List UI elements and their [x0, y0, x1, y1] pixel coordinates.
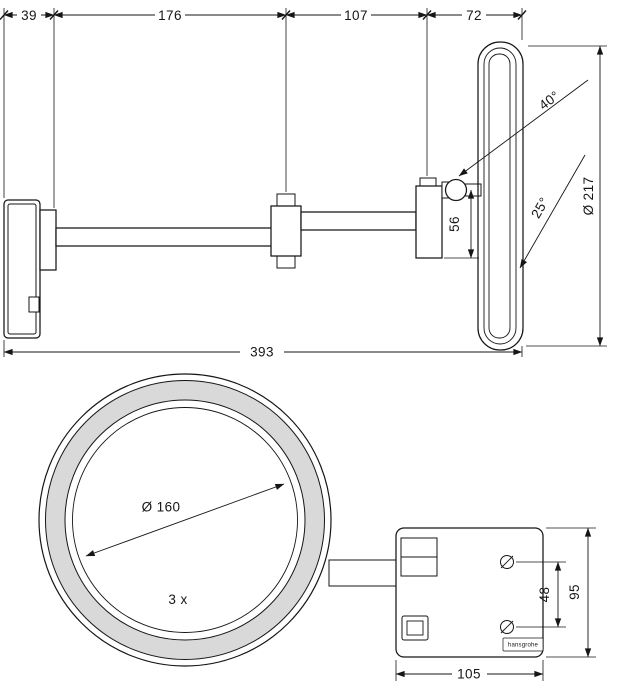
dimension-glass-diameter: Ø 160 [85, 483, 285, 557]
dimension-mirror-diameter: Ø 217 [526, 45, 607, 347]
wall-pivot-block [39, 209, 57, 271]
dim-label-48: 48 [537, 587, 552, 603]
dim-label-393: 393 [250, 345, 274, 360]
cable-outlet [28, 296, 40, 313]
arm-front [328, 559, 399, 587]
dim-label-39: 39 [21, 8, 37, 23]
front-view-group: Ø 160 3 x hansgrohe [38, 373, 596, 682]
dim-label-72: 72 [466, 8, 482, 23]
elbow-joint [270, 193, 302, 269]
extension-lines-top [3, 8, 523, 357]
mount-box: hansgrohe [395, 527, 544, 658]
dim-label-107: 107 [344, 8, 368, 23]
dimension-box-height: 95 [546, 527, 596, 658]
magnification-label: 3 x [168, 592, 187, 607]
swivel-mount-upper [400, 537, 438, 558]
dimension-tilt-down: 25° [519, 154, 586, 269]
mirror-profile [477, 41, 524, 351]
dim-label-160: Ø 160 [142, 500, 181, 515]
dimension-chain-top: 39 176 107 72 [0, 8, 527, 23]
dimension-screw-spacing: 48 [516, 561, 566, 628]
screw-top [500, 555, 514, 569]
dimension-joint-drop: 56 [444, 189, 479, 259]
dim-label-95: 95 [567, 584, 582, 600]
wall-plate [3, 199, 57, 339]
dim-label-217: Ø 217 [581, 177, 596, 216]
side-view-group: 39 176 107 72 [0, 8, 607, 360]
screw-bottom [500, 620, 514, 634]
brand-label: hansgrohe [502, 637, 544, 652]
dim-label-176: 176 [158, 8, 182, 23]
ball-joint [444, 178, 468, 202]
brand-label-text: hansgrohe [508, 643, 539, 649]
arm-segment-1 [55, 227, 273, 247]
arm-segment-2 [300, 211, 417, 231]
angle-label-40: 40° [536, 88, 562, 113]
swivel-mount-lower [400, 556, 438, 577]
power-switch [401, 615, 429, 641]
dim-label-105: 105 [457, 667, 481, 682]
dimension-box-width: 105 [395, 660, 544, 682]
angle-label-25: 25° [528, 195, 552, 221]
dim-label-56: 56 [447, 216, 462, 232]
dimension-total-reach: 393 [3, 344, 523, 360]
head-joint [415, 177, 482, 259]
